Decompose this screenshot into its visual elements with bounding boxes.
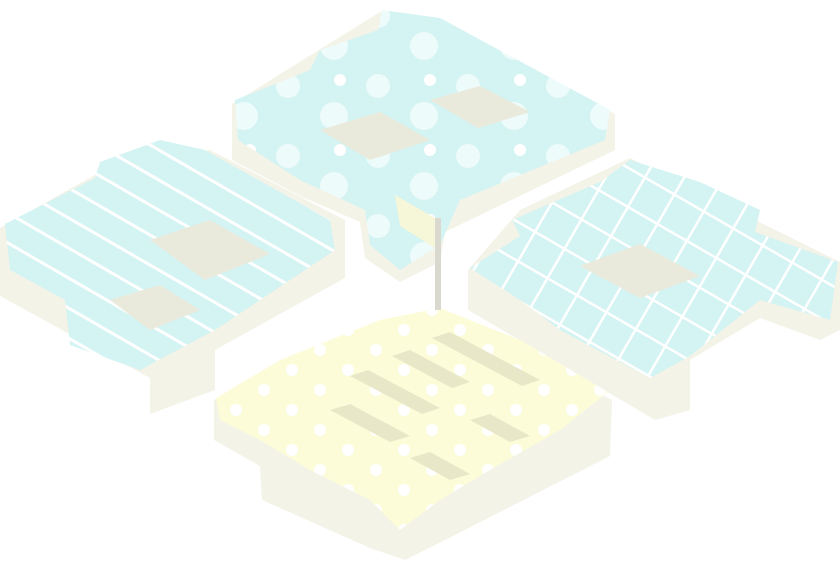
left-glyph-cut [110,220,270,330]
top-glyph-block [232,10,615,282]
flag-pole [435,218,441,310]
left-glyph-block [0,140,345,414]
flag-cloth [395,195,435,248]
right-glyph-block [468,158,840,420]
bottom-glyph-block [214,308,612,560]
left-glyph-top [5,140,335,370]
bottom-glyph-top [216,308,608,530]
bottom-glyph-slots [330,332,540,480]
top-glyph-cut [320,86,530,160]
right-glyph-cut [580,244,700,298]
flag-decoration [395,195,441,310]
